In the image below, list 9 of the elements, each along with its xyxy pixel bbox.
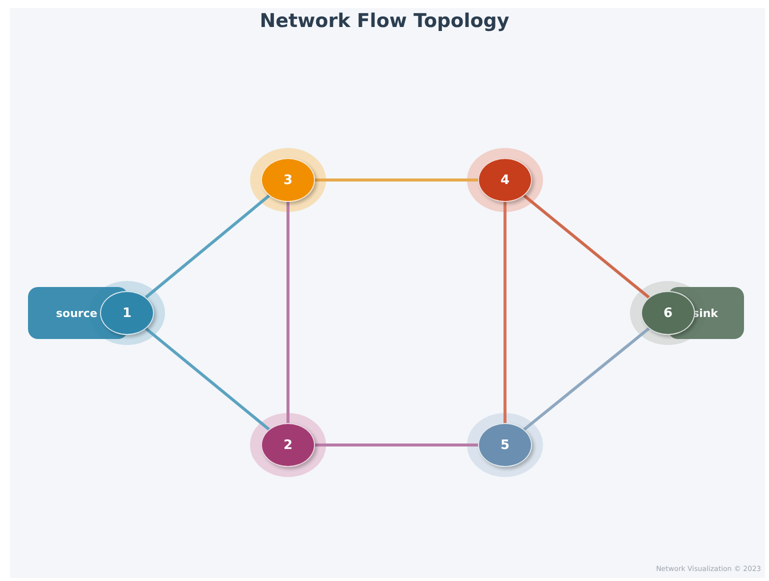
connector-line [145, 327, 270, 431]
connector-line [504, 202, 506, 423]
connector-line [286, 202, 290, 423]
connector-line [145, 194, 270, 298]
connector-line [523, 194, 650, 299]
diagram-title: Network Flow Topology [258, 10, 510, 32]
connector-line [523, 327, 650, 431]
connector-line [315, 178, 478, 182]
connector-line [315, 444, 478, 446]
